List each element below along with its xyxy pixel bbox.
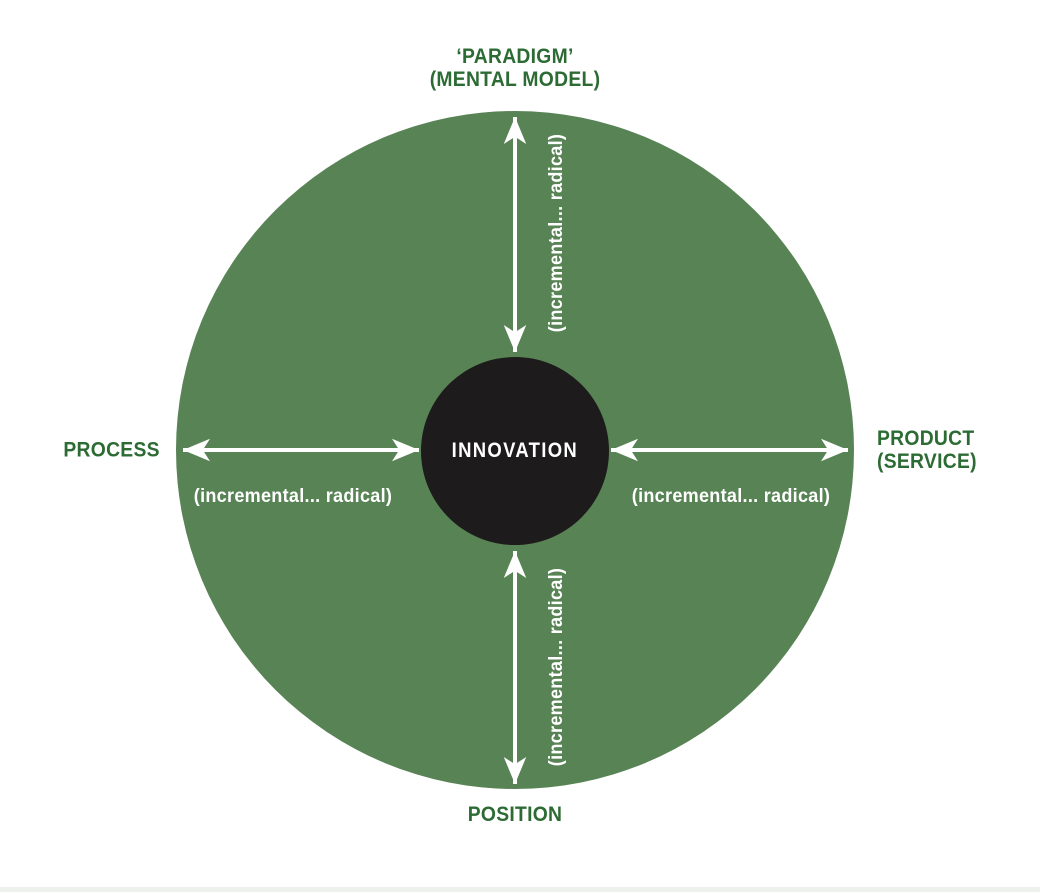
innovation-center-label: INNOVATION [451, 439, 579, 462]
position-label-line1: POSITION [467, 803, 563, 826]
bottom-divider [0, 887, 1040, 892]
process-label-line1: PROCESS [63, 438, 160, 462]
product-label: PRODUCT (SERVICE) [877, 427, 977, 473]
paradigm-label-line1: ‘PARADIGM’ [456, 45, 574, 68]
position-label: POSITION [468, 803, 563, 826]
paradigm-label: ‘PARADIGM’ (MENTAL MODEL) [430, 45, 601, 91]
product-label-line2: (SERVICE) [877, 450, 977, 473]
product-label-line1: PRODUCT [877, 427, 975, 450]
process-scale-label: (incremental... radical) [193, 486, 393, 507]
product-scale-label: (incremental... radical) [631, 486, 831, 507]
paradigm-scale-label: (incremental... radical) [546, 133, 567, 333]
innovation-center-circle: INNOVATION [421, 357, 609, 545]
paradigm-label-line2: (MENTAL MODEL) [429, 68, 601, 91]
position-scale-label: (incremental... radical) [546, 567, 567, 767]
process-label: PROCESS [64, 439, 160, 462]
